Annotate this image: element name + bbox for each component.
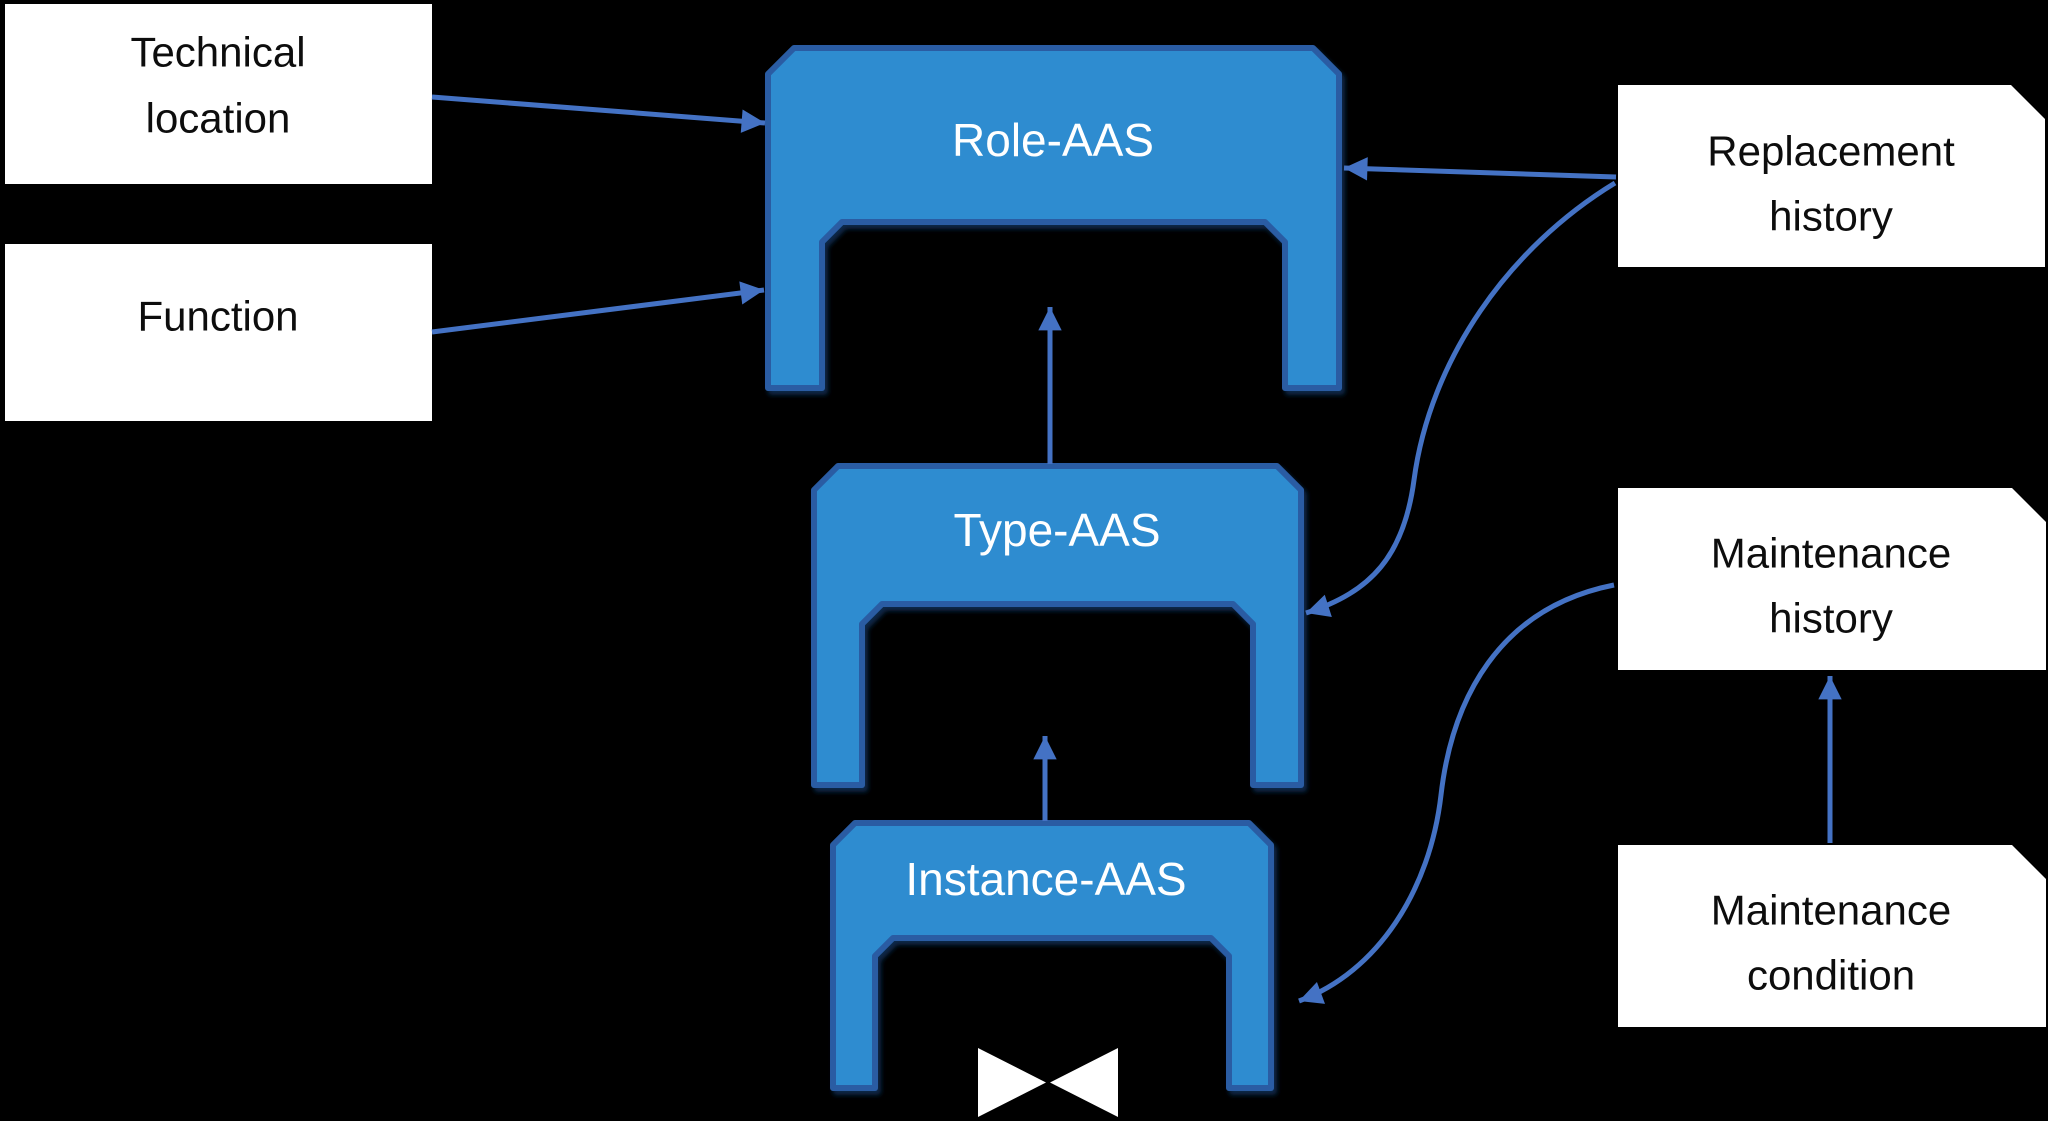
arrow-maintenance-history-to-instance-aas: [1298, 582, 1615, 1004]
aas-shapes-layer: [765, 45, 1342, 1091]
role-aas-label: Role-AAS: [952, 114, 1154, 166]
technical-location-label-line-2: location: [146, 95, 291, 142]
type-aas-label: Type-AAS: [953, 504, 1160, 556]
maintenance-history-label-line-1: Maintenance: [1711, 530, 1952, 577]
arrow-replacement-history-to-type-aas: [1305, 180, 1617, 618]
bowtie-icon-triangle-2: [1050, 1048, 1118, 1117]
maintenance-condition-label-line-2: condition: [1747, 952, 1915, 999]
instance-aas-label: Instance-AAS: [905, 853, 1186, 905]
arrow-function-to-role-aas: [431, 281, 765, 335]
arrow-replacement-history-to-role-aas: [1343, 157, 1617, 181]
maintenance-condition-label-line-1: Maintenance: [1711, 887, 1952, 934]
technical-location-label-line-1: Technical: [130, 29, 305, 76]
connectors-layer: [431, 94, 1842, 1004]
technical-location-box: [5, 4, 432, 184]
type-aas-shape: [811, 463, 1304, 788]
bowtie-icon-triangle-1: [978, 1048, 1046, 1117]
maintenance-history-label-line-2: history: [1769, 595, 1893, 642]
maintenance-history-box: [1618, 488, 2046, 670]
role-aas-shape: [765, 45, 1342, 391]
bowtie-layer: [978, 1048, 1118, 1117]
replacement-history-box: [1618, 85, 2045, 267]
instance-aas-shape: [830, 820, 1274, 1091]
maintenance-condition-box: [1618, 845, 2046, 1027]
replacement-history-label-line-2: history: [1769, 193, 1893, 240]
side-boxes-layer: [5, 4, 2046, 1027]
replacement-history-label-line-1: Replacement: [1707, 128, 1955, 175]
arrow-technical-location-to-role-aas: [431, 94, 766, 133]
function-label-line-1: Function: [137, 293, 298, 340]
function-box: [5, 244, 432, 421]
